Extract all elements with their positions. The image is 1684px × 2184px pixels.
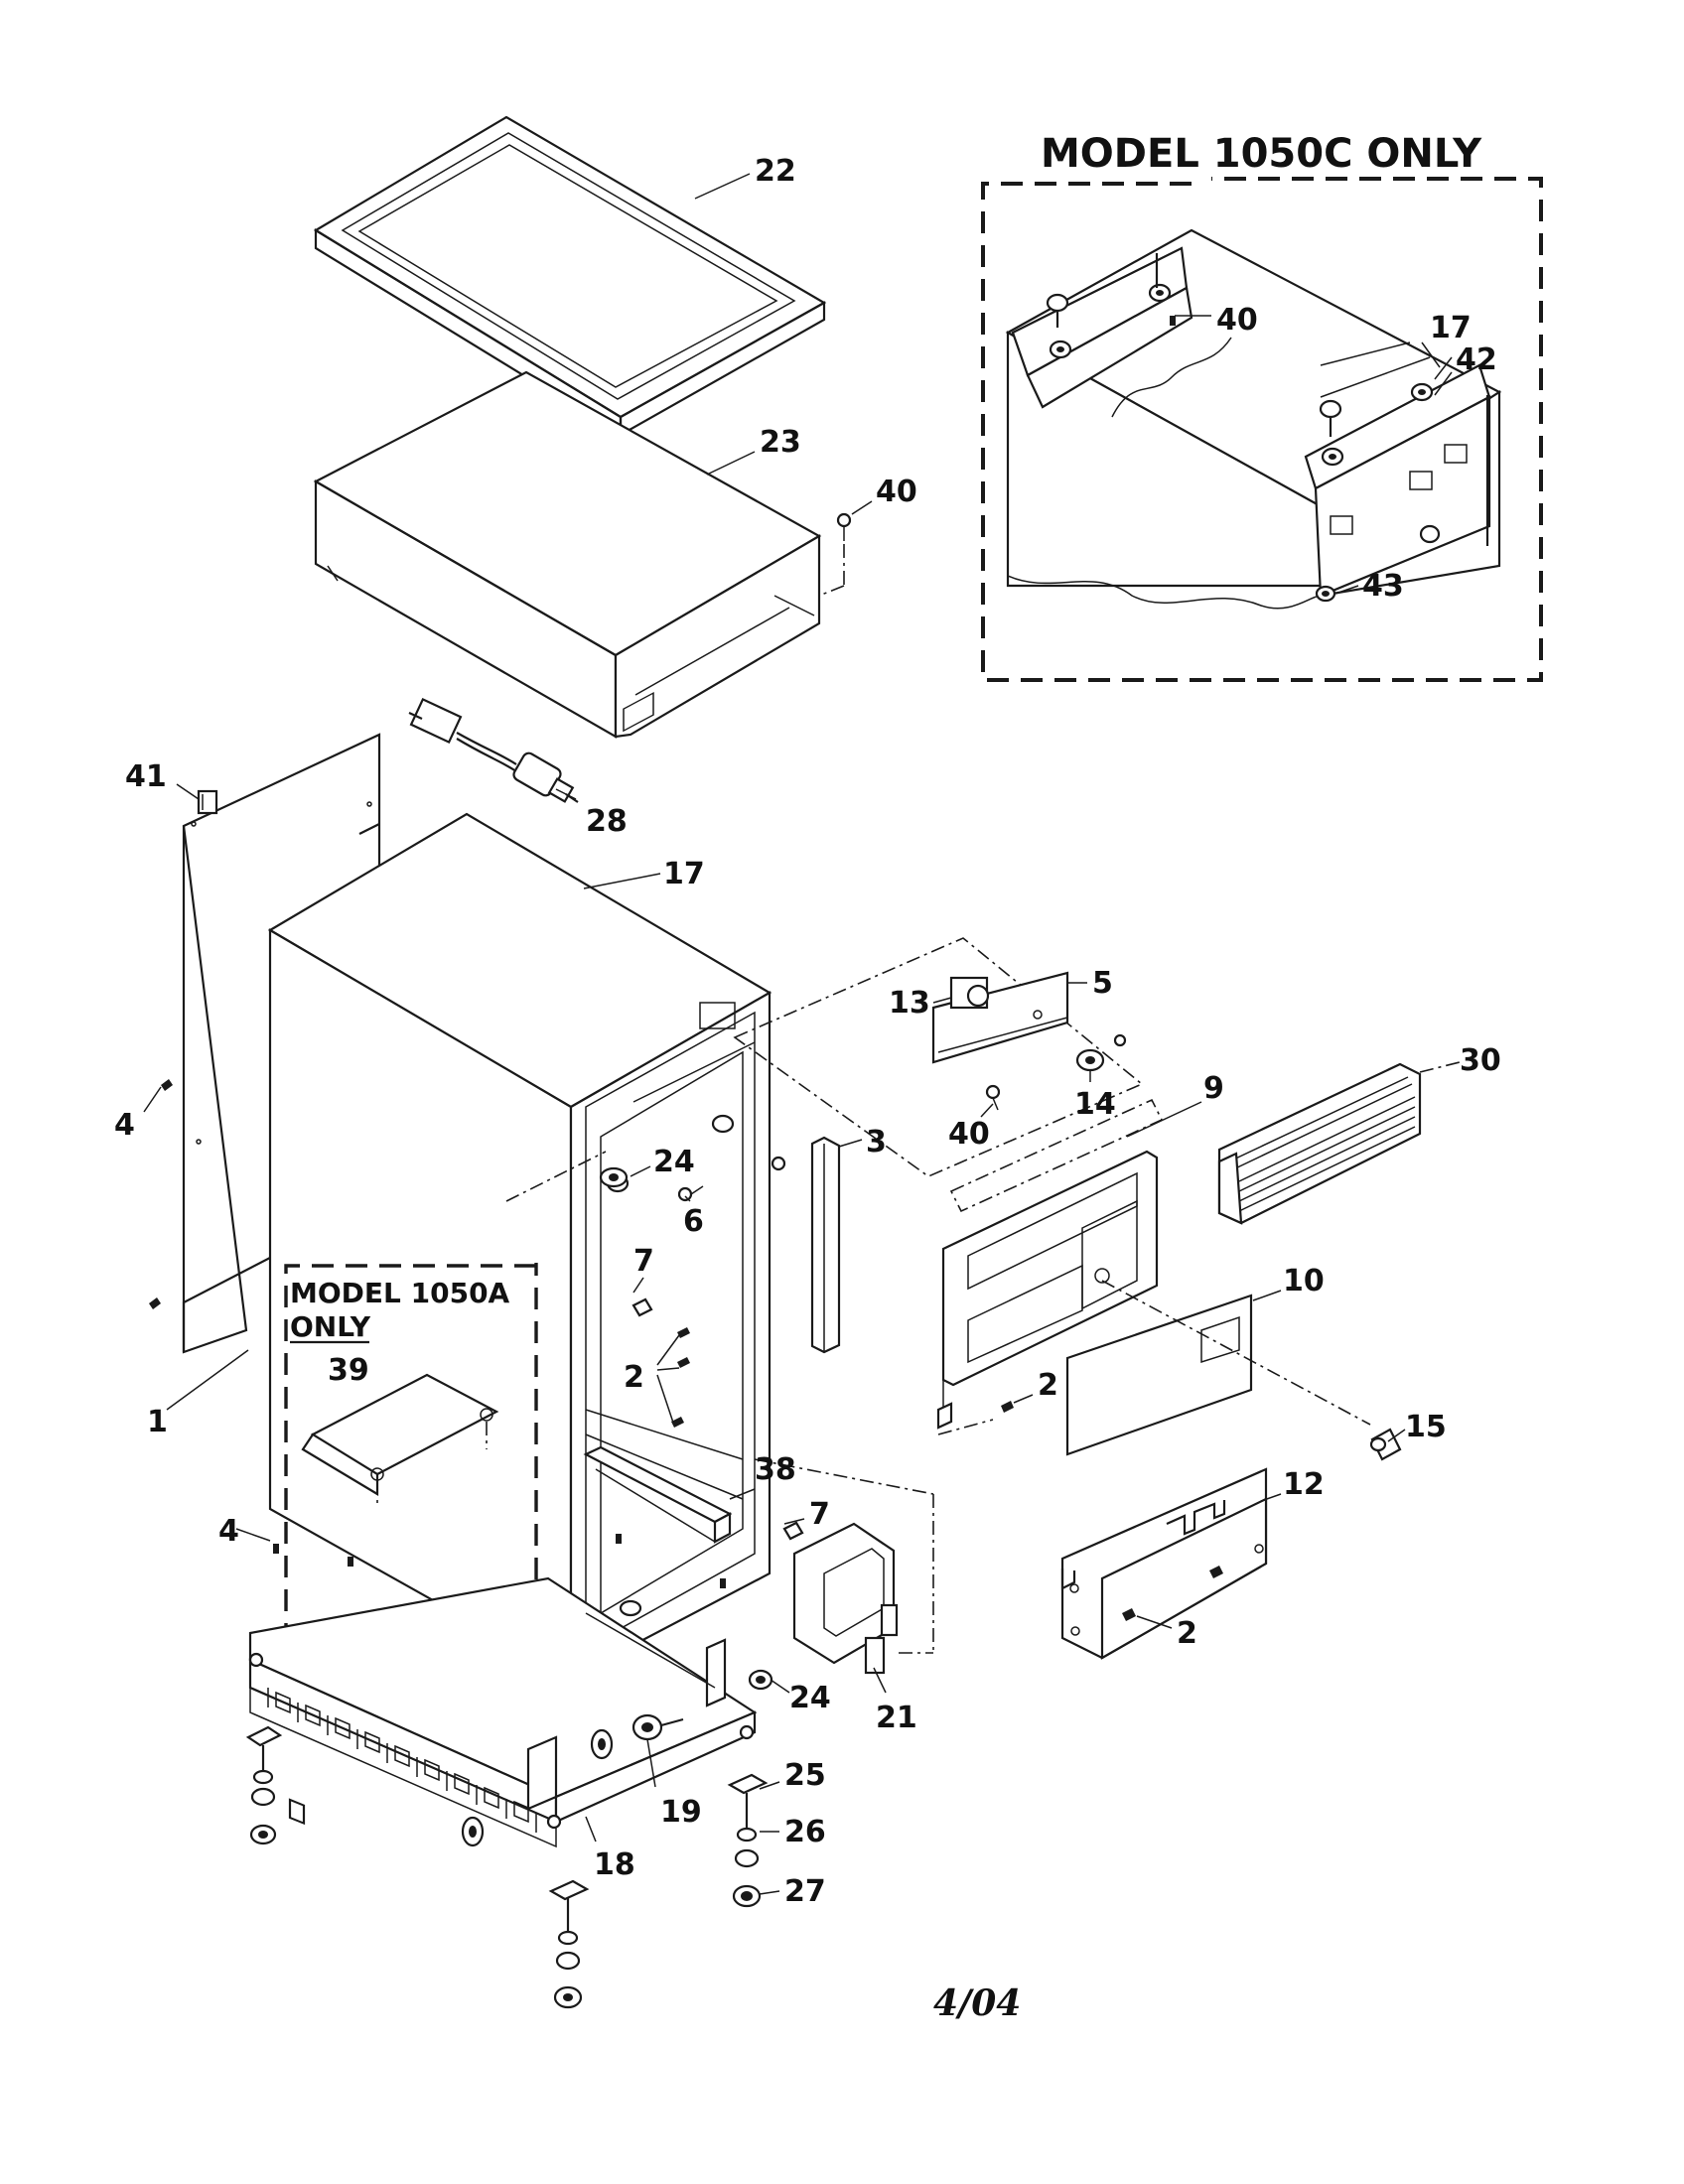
callout-17: 17 <box>663 857 705 891</box>
power-cord-part-28 <box>408 697 579 803</box>
hinge-part-21 <box>754 1458 934 1675</box>
callout-23: 23 <box>760 425 801 460</box>
callout-4-bottom: 4 <box>218 1514 239 1549</box>
base-part-18 <box>248 1576 758 1848</box>
callout-26: 26 <box>784 1815 826 1849</box>
callout-1: 1 <box>147 1405 168 1439</box>
callout-7-lower: 7 <box>809 1497 830 1532</box>
leader-lines <box>143 173 1453 1895</box>
callout-30: 30 <box>1460 1043 1501 1078</box>
callout-15: 15 <box>1405 1410 1447 1444</box>
inset-model-1050a: MODEL 1050A ONLY <box>284 1263 538 1630</box>
back-hardware <box>599 1156 804 1541</box>
callout-4-top: 4 <box>114 1108 135 1143</box>
bracket-box-part-12 <box>1060 1467 1268 1660</box>
callout-41: 41 <box>125 759 167 794</box>
inset-1050a-title-line2: ONLY <box>290 1310 371 1343</box>
callout-2-box: 2 <box>1177 1616 1197 1651</box>
callout-38: 38 <box>755 1452 796 1487</box>
callout-5: 5 <box>1092 966 1113 1001</box>
bracket-part-41 <box>197 789 218 815</box>
callout-24-base: 24 <box>789 1681 831 1715</box>
control-bracket-part-5 <box>931 971 1069 1064</box>
foot-right-25-27 <box>727 1773 769 1908</box>
screws-part-2-side <box>656 1327 690 1428</box>
callout-7-upper: 7 <box>633 1244 654 1279</box>
leveling-feet <box>245 1725 769 2009</box>
inset-1050a-title-line1: MODEL 1050A <box>290 1277 510 1309</box>
kick-strip-part-38 <box>583 1445 733 1544</box>
callout-43: 43 <box>1362 569 1404 604</box>
foot-front <box>548 1879 590 2009</box>
trim-strip-part-3 <box>810 1136 841 1354</box>
callout-24-back: 24 <box>653 1145 695 1179</box>
door-panel-part-10 <box>1065 1280 1371 1456</box>
callout-27: 27 <box>784 1874 826 1909</box>
callout-21: 21 <box>876 1701 917 1735</box>
inset-1050c-title: MODEL 1050C ONLY <box>1041 131 1482 177</box>
control-group <box>733 937 1144 1177</box>
callout-2-side: 2 <box>624 1360 644 1395</box>
callout-39: 39 <box>328 1353 369 1388</box>
callout-labels: 22 23 40 28 41 17 4 1 39 24 6 7 2 38 7 3… <box>114 154 1501 1909</box>
callout-18: 18 <box>594 1847 635 1882</box>
base-grille <box>288 1798 306 1826</box>
callout-10: 10 <box>1283 1264 1325 1298</box>
grille-part-30 <box>1217 1061 1461 1225</box>
foot-left <box>245 1725 283 1845</box>
callout-25: 25 <box>784 1758 826 1793</box>
callout-40-inset: 40 <box>1216 303 1258 338</box>
callout-6: 6 <box>683 1204 704 1239</box>
callout-40-bracket: 40 <box>948 1117 990 1152</box>
callout-2-door: 2 <box>1038 1368 1058 1403</box>
top-cover-part-23 <box>313 370 822 739</box>
base-hardware <box>461 1669 773 1847</box>
callout-14: 14 <box>1074 1087 1116 1122</box>
callout-13: 13 <box>889 986 930 1021</box>
lid-frame-part-22 <box>313 115 827 437</box>
inset-model-1050c: MODEL 1050C ONLY <box>981 131 1543 682</box>
callout-12: 12 <box>1283 1467 1325 1502</box>
callout-28: 28 <box>586 804 628 839</box>
page-footer-date: 4/04 <box>933 1982 1021 2024</box>
knob-part-15 <box>1369 1428 1402 1461</box>
callout-22: 22 <box>755 154 796 189</box>
callout-19: 19 <box>660 1795 702 1830</box>
callout-3: 3 <box>866 1125 887 1160</box>
screw-part-2-door <box>1001 1394 1034 1413</box>
back-panel-part-1 <box>182 733 381 1354</box>
callout-40-cover: 40 <box>876 475 917 509</box>
callout-17-inset: 17 <box>1430 311 1472 345</box>
screws-part-2-box <box>1122 1566 1223 1621</box>
callout-9: 9 <box>1203 1071 1224 1106</box>
screw-part-40-cover <box>818 512 852 597</box>
callout-42: 42 <box>1456 342 1497 377</box>
cabinet-part-17 <box>267 691 772 1680</box>
